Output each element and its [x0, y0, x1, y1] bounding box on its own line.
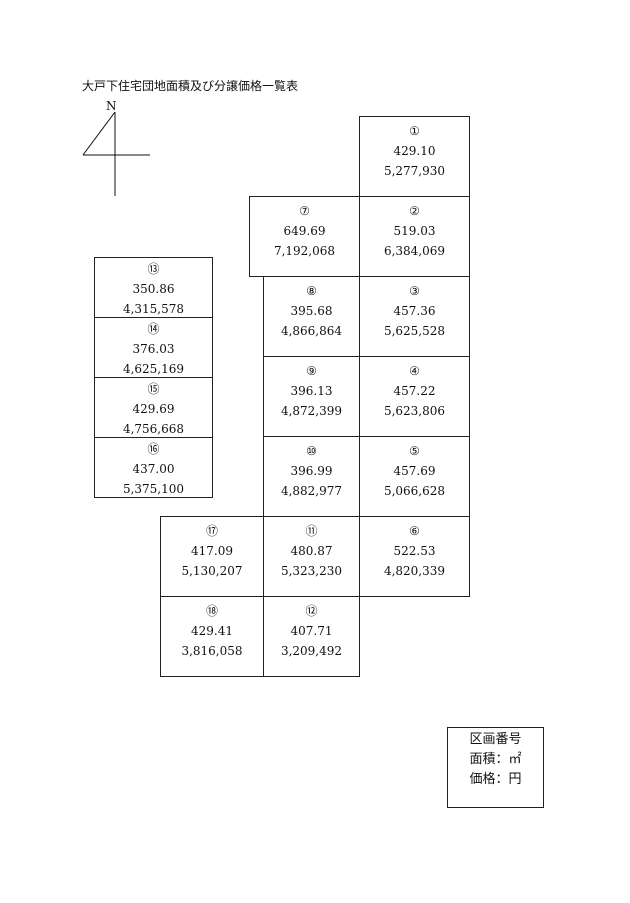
- lot-price: 6,384,069: [383, 244, 446, 258]
- lot-12: ⑫ 407.71 3,209,492: [263, 596, 360, 677]
- lot-price: 4,882,977: [280, 484, 343, 498]
- lot-area: 396.99: [290, 464, 333, 478]
- lot-area: 649.69: [283, 224, 326, 238]
- lot-price: 4,756,668: [122, 422, 185, 436]
- lot-16: ⑯ 437.00 5,375,100: [94, 437, 213, 498]
- lot-number: ⑪: [305, 524, 318, 538]
- north-label: N: [106, 99, 117, 113]
- legend-lot-number: 区画番号: [469, 732, 522, 747]
- legend-area: 面積：㎡: [469, 752, 522, 767]
- lot-price: 4,625,169: [122, 362, 185, 376]
- lot-price: 4,315,578: [122, 302, 185, 316]
- lot-17: ⑰ 417.09 5,130,207: [160, 516, 264, 597]
- lot-18: ⑱ 429.41 3,816,058: [160, 596, 264, 677]
- lot-number: ⑰: [205, 524, 218, 538]
- lot-9: ⑨ 396.13 4,872,399: [263, 356, 360, 437]
- lot-number: ⑫: [305, 604, 318, 618]
- lot-price: 3,816,058: [181, 644, 243, 658]
- legend-box: 区画番号 面積：㎡ 価格：円: [447, 727, 544, 808]
- lot-number: ④: [409, 364, 420, 378]
- lot-price: 4,820,339: [383, 564, 446, 578]
- lot-area: 457.36: [393, 304, 436, 318]
- lot-price: 4,866,864: [280, 324, 343, 338]
- lot-price: 5,625,528: [383, 324, 446, 338]
- lot-area: 457.69: [393, 464, 436, 478]
- lot-14: ⑭ 376.03 4,625,169: [94, 317, 213, 378]
- lot-number: ⑮: [147, 382, 160, 396]
- lot-price: 5,130,207: [181, 564, 243, 578]
- lot-number: ⑥: [409, 524, 420, 538]
- lot-price: 4,872,399: [280, 404, 343, 418]
- lot-5: ⑤ 457.69 5,066,628: [359, 436, 470, 517]
- lot-area: 429.41: [191, 624, 233, 638]
- lot-price: 5,375,100: [122, 482, 185, 496]
- lot-price: 5,277,930: [383, 164, 446, 178]
- lot-number: ⑩: [306, 444, 317, 458]
- lot-area: 437.00: [132, 462, 175, 476]
- lot-number: ⑧: [306, 284, 317, 298]
- lot-3: ③ 457.36 5,625,528: [359, 276, 470, 357]
- lot-number: ⑬: [147, 262, 160, 276]
- lot-price: 5,066,628: [383, 484, 446, 498]
- lot-area: 395.68: [290, 304, 333, 318]
- lot-area: 522.53: [393, 544, 436, 558]
- lot-area: 429.10: [393, 144, 436, 158]
- lot-area: 457.22: [393, 384, 436, 398]
- lot-area: 376.03: [132, 342, 175, 356]
- lot-area: 480.87: [290, 544, 333, 558]
- lot-area: 519.03: [393, 224, 436, 238]
- lot-2: ② 519.03 6,384,069: [359, 196, 470, 277]
- north-arrow-icon: N: [82, 99, 150, 196]
- lot-price: 5,323,230: [280, 564, 343, 578]
- page-title: 大戸下住宅団地面積及び分譲価格一覧表: [82, 79, 299, 93]
- lot-11: ⑪ 480.87 5,323,230: [263, 516, 360, 597]
- lot-number: ⑱: [205, 604, 218, 618]
- lot-area: 407.71: [290, 624, 333, 638]
- lot-1: ① 429.10 5,277,930: [359, 116, 470, 197]
- lot-number: ①: [409, 124, 420, 138]
- lot-number: ③: [409, 284, 420, 298]
- lot-area: 396.13: [290, 384, 333, 398]
- lot-15: ⑮ 429.69 4,756,668: [94, 377, 213, 438]
- lot-number: ⑨: [306, 364, 317, 378]
- lot-price: 3,209,492: [280, 644, 343, 658]
- legend-price: 価格：円: [469, 772, 522, 787]
- lot-price: 7,192,068: [273, 244, 336, 258]
- lot-10: ⑩ 396.99 4,882,977: [263, 436, 360, 517]
- lot-number: ⑤: [409, 444, 420, 458]
- lot-8: ⑧ 395.68 4,866,864: [263, 276, 360, 357]
- lot-area: 429.69: [132, 402, 175, 416]
- lot-13: ⑬ 350.86 4,315,578: [94, 257, 213, 318]
- lot-number: ⑭: [147, 322, 160, 336]
- lot-6: ⑥ 522.53 4,820,339: [359, 516, 470, 597]
- lot-price: 5,623,806: [383, 404, 446, 418]
- lot-area: 350.86: [132, 282, 175, 296]
- lot-4: ④ 457.22 5,623,806: [359, 356, 470, 437]
- lot-number: ⑯: [147, 442, 160, 456]
- lot-area: 417.09: [191, 544, 233, 558]
- lot-number: ②: [409, 204, 420, 218]
- lot-number: ⑦: [299, 204, 310, 218]
- lot-7: ⑦ 649.69 7,192,068: [249, 196, 360, 277]
